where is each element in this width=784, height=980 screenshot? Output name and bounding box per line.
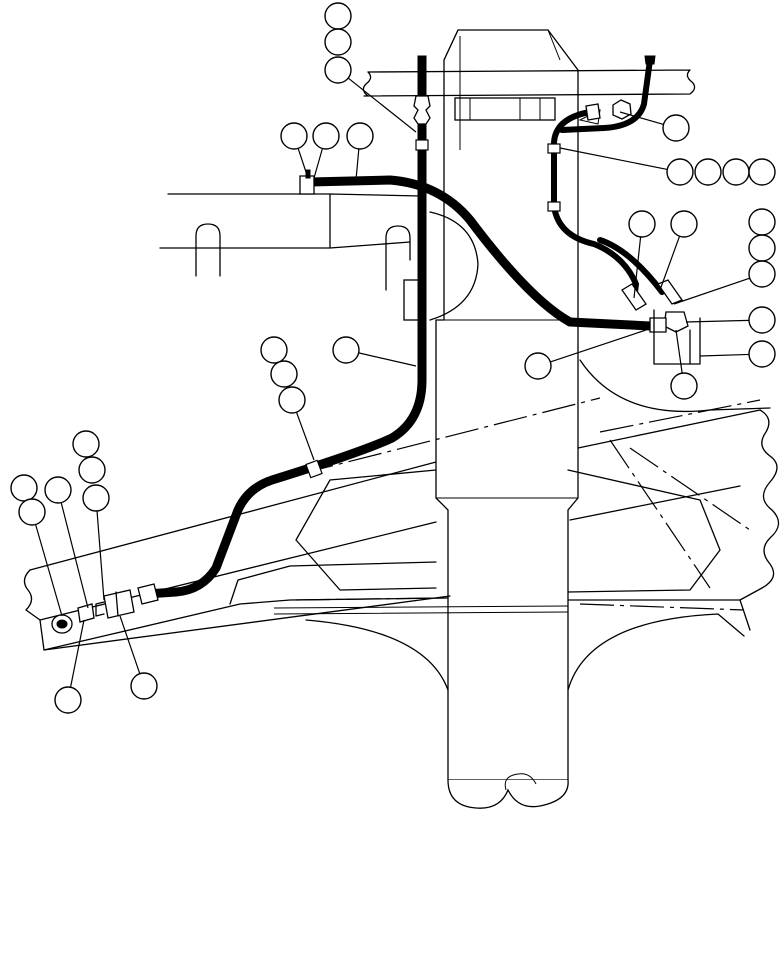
balloon-24-leader <box>675 329 683 374</box>
balloon-5 <box>312 122 340 150</box>
balloon-18 <box>748 340 776 368</box>
u-bolt-left <box>195 223 221 277</box>
balloon-31-leader <box>69 619 85 688</box>
balloon-16-leader <box>673 277 750 305</box>
hose-band <box>305 459 323 479</box>
hose-band <box>415 139 429 151</box>
balloon-17-leader <box>685 319 750 323</box>
balloon-32 <box>130 672 158 700</box>
balloon-27 <box>10 474 38 502</box>
balloon-13 <box>670 210 698 238</box>
balloon-16 <box>748 260 776 288</box>
hose-cross <box>305 175 655 331</box>
balloon-32-leader <box>119 615 141 674</box>
valve-bracket <box>653 309 701 365</box>
balloon-5-leader <box>313 148 324 179</box>
balloon-22 <box>270 360 298 388</box>
balloon-7 <box>662 114 690 142</box>
spacer-ring <box>77 603 95 623</box>
tee-fitting <box>663 311 689 333</box>
balloon-23 <box>278 386 306 414</box>
balloon-3 <box>324 56 352 84</box>
balloon-28 <box>44 476 72 504</box>
balloon-26 <box>78 456 106 484</box>
hose-right-top <box>559 57 653 133</box>
balloon-10 <box>722 158 750 186</box>
balloon-25 <box>72 430 100 458</box>
balloon-17 <box>748 306 776 334</box>
balloon-8 <box>666 158 694 186</box>
nut <box>612 99 632 120</box>
balloon-8-leader <box>559 147 668 171</box>
balloon-11 <box>748 158 776 186</box>
balloon-21 <box>524 352 552 380</box>
hoses <box>51 55 701 634</box>
balloon-30 <box>18 498 46 526</box>
balloon-7-leader <box>619 111 664 126</box>
hose-end-fitting <box>137 583 159 605</box>
elbow-fitting <box>299 175 315 195</box>
balloon-2 <box>324 28 352 56</box>
balloon-6 <box>346 122 374 150</box>
swivel-fitting <box>656 279 684 305</box>
balloon-29-leader <box>96 510 105 601</box>
left-crossmember <box>159 193 421 249</box>
upper-frame-member <box>362 69 696 97</box>
balloon-15 <box>748 234 776 262</box>
balloon-29 <box>82 484 110 512</box>
mounting-plate <box>454 97 556 121</box>
hose-fitting-top <box>413 95 431 125</box>
balloon-21-leader <box>550 329 647 363</box>
balloon-20 <box>332 336 360 364</box>
frame-break-right <box>739 409 780 601</box>
connector-block <box>103 589 135 619</box>
balloon-18-leader <box>699 353 750 357</box>
balloon-30-leader <box>35 524 63 617</box>
balloon-6-leader <box>355 148 360 181</box>
balloon-19 <box>260 336 288 364</box>
hose-main <box>141 55 427 599</box>
balloon-4-leader <box>297 148 309 179</box>
balloon-3-leader <box>347 77 417 133</box>
housing-curve-right <box>567 613 745 691</box>
balloon-31 <box>54 686 82 714</box>
balloon-23-leader <box>295 411 315 461</box>
hose-band <box>547 201 561 212</box>
balloon-12 <box>628 210 656 238</box>
callout-balloons <box>10 2 776 714</box>
right-arm-curve <box>579 359 771 413</box>
housing-curve-left <box>305 619 449 691</box>
u-bolt-right <box>385 225 411 291</box>
balloon-13-leader <box>659 236 681 291</box>
leader-lines <box>35 77 750 688</box>
balloon-14 <box>748 208 776 236</box>
balloon-24 <box>670 372 698 400</box>
column-disc <box>429 211 479 321</box>
balloon-1 <box>324 2 352 30</box>
balloon-4 <box>280 122 308 150</box>
column-break <box>447 779 569 809</box>
frame-window <box>295 469 721 593</box>
hose-band <box>547 143 561 154</box>
hose-right-loop <box>551 109 639 303</box>
balloon-28-leader <box>60 502 89 609</box>
balloon-20-leader <box>358 352 417 367</box>
balloon-12-leader <box>633 236 642 299</box>
hose-right-short <box>597 237 665 295</box>
balloon-9 <box>694 158 722 186</box>
